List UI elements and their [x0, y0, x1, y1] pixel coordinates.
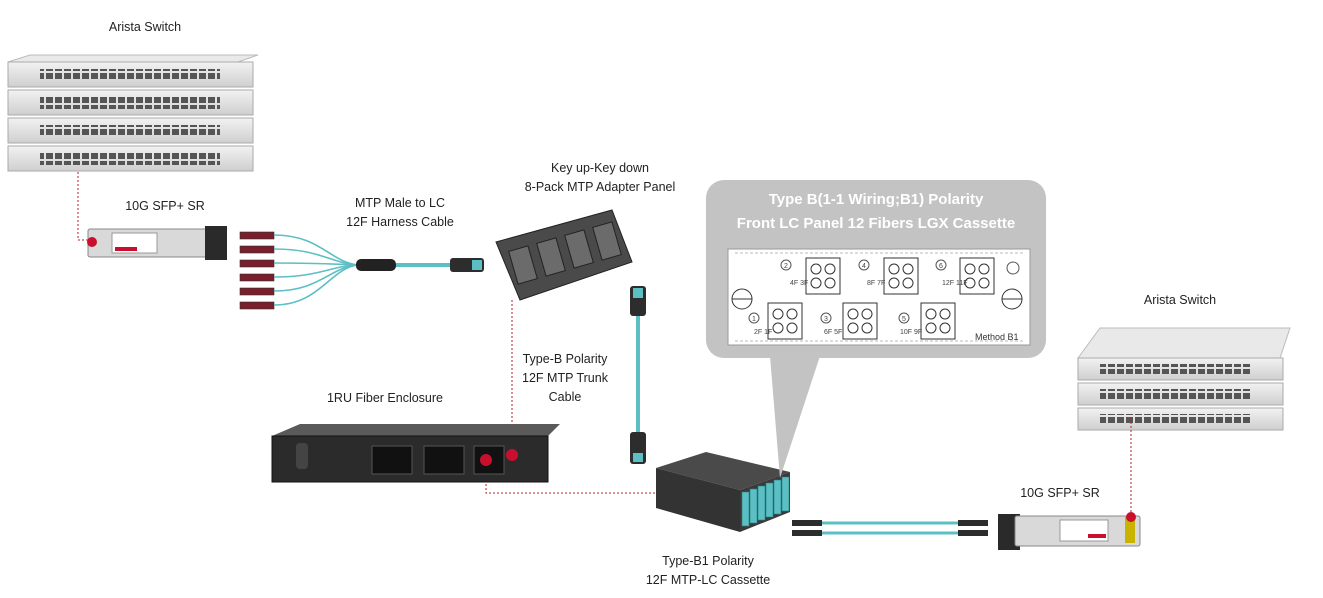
callout-title-line2: Front LC Panel 12 Fibers LGX Cassette: [736, 215, 1016, 232]
arista-switch-right: [1077, 327, 1291, 431]
lc-duplex-patch-cable: [792, 520, 988, 536]
label-switch-left: Arista Switch: [108, 20, 182, 34]
harness-cable: [239, 231, 484, 310]
sfp-module-left: [87, 226, 227, 260]
label-sfp-right: 10G SFP+ SR: [1020, 486, 1100, 500]
arista-switch-left: [7, 54, 259, 172]
sfp-module-right: [998, 512, 1141, 550]
callout-title: Type B(1-1 Wiring;B1) Polarity Front LC …: [706, 188, 1046, 236]
mtp-adapter-panel: [495, 209, 633, 301]
callout-pointer: [770, 356, 820, 478]
callout-title-line1: Type B(1-1 Wiring;B1) Polarity: [768, 191, 984, 208]
method-label: Method B1: [975, 332, 1019, 342]
mtp-lc-cassette: [656, 452, 790, 532]
label-fiber-enclosure: 1RU Fiber Enclosure: [326, 391, 443, 405]
mtp-trunk-cable: [630, 286, 646, 464]
label-switch-right: Arista Switch: [1143, 293, 1217, 307]
label-sfp-left: 10G SFP+ SR: [125, 199, 205, 213]
fiber-enclosure: [271, 424, 560, 483]
